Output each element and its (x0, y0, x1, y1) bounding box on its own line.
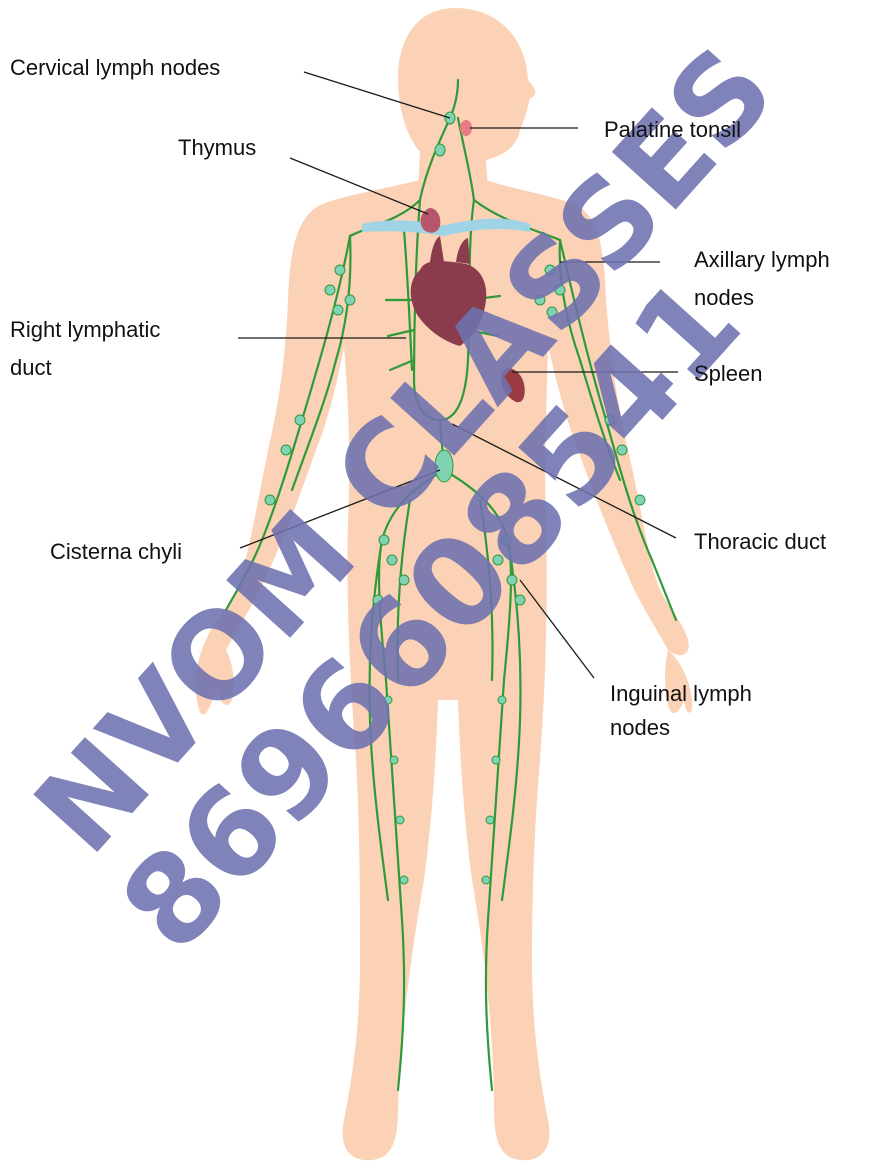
label-right-lymphatic-duct-line2: duct (10, 352, 52, 383)
label-cervical-lymph-nodes: Cervical lymph nodes (10, 52, 220, 83)
label-thymus: Thymus (178, 132, 256, 163)
label-thoracic-duct: Thoracic duct (694, 526, 826, 557)
label-right-lymphatic-duct-line1: Right lymphatic (10, 314, 160, 345)
label-cisterna-chyli: Cisterna chyli (50, 536, 182, 567)
label-spleen: Spleen (694, 358, 763, 389)
label-axillary-lymph-nodes-line2: nodes (694, 282, 754, 313)
label-axillary-lymph-nodes-line1: Axillary lymph (694, 244, 830, 275)
label-inguinal-lymph-nodes-line1: Inguinal lymph (610, 678, 752, 709)
label-inguinal-lymph-nodes-line2: nodes (610, 712, 670, 743)
label-palatine-tonsil: Palatine tonsil (604, 114, 741, 145)
